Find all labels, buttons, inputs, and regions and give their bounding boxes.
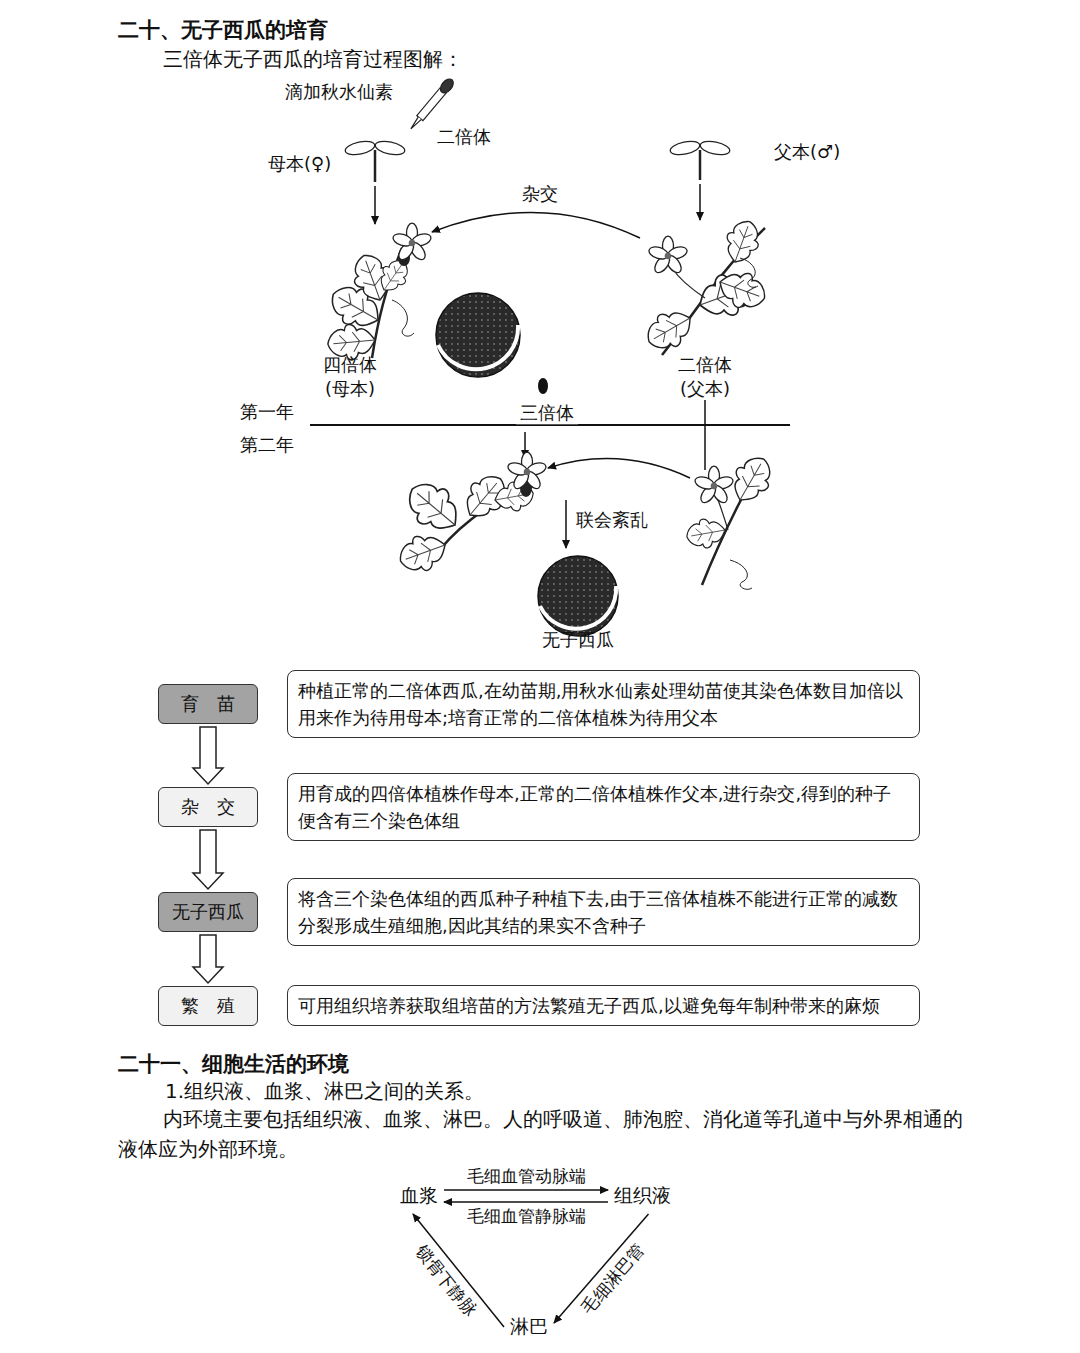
fluid-node: 组织液 (612, 1181, 673, 1211)
step-box: 育苗 (158, 684, 258, 724)
fluid-node: 血浆 (398, 1181, 440, 1211)
hollow-arrow (193, 727, 223, 784)
step-box: 繁殖 (158, 986, 258, 1026)
hollow-arrow (193, 830, 223, 889)
annotation: 滴加秋水仙素 (285, 80, 393, 103)
flow-arrow (444, 1201, 608, 1203)
description-box: 可用组织培养获取组培苗的方法繁殖无子西瓜,以避免每年制种带来的麻烦 (287, 985, 920, 1026)
parent-label: 父本(♂) (774, 140, 840, 163)
ploidy-label: 三倍体 (516, 401, 578, 424)
ploidy-label: 四倍体 (323, 353, 377, 376)
edge-label: 毛细淋巴管 (577, 1239, 649, 1319)
node-text: 将含三个染色体组的西瓜种子种植下去,由于三倍体植株不能进行正常的减数分裂形成生殖… (298, 885, 909, 939)
edge-label: 锁骨下静脉 (411, 1240, 481, 1321)
subtitle: 三倍体无子西瓜的培育过程图解： (163, 46, 463, 72)
node-text: 杂交 (159, 795, 275, 819)
node-text: 用育成的四倍体植株作母本,正常的二倍体植株作父本,进行杂交,得到的种子便含有三个… (298, 780, 909, 834)
year-label: 第一年 (240, 400, 294, 423)
node-text: 无子西瓜 (159, 900, 257, 924)
description-box: 将含三个染色体组的西瓜种子种植下去,由于三倍体植株不能进行正常的减数分裂形成生殖… (287, 878, 920, 946)
edge-label: 毛细血管静脉端 (465, 1207, 588, 1226)
paragraph: 内环境主要包括组织液、血浆、淋巴。人的呼吸道、肺泡腔、消化道等孔道中与外界相通的… (118, 1104, 973, 1164)
node-text: 可用组织培养获取组培苗的方法繁殖无子西瓜,以避免每年制种带来的麻烦 (298, 992, 909, 1019)
step-box: 杂交 (158, 787, 258, 827)
node-text: 血浆 (400, 1183, 438, 1209)
node-text: 淋巴 (510, 1314, 548, 1340)
node-text: 组织液 (614, 1183, 671, 1209)
description-box: 用育成的四倍体植株作母本,正常的二倍体植株作父本,进行杂交,得到的种子便含有三个… (287, 773, 920, 841)
node-text: 种植正常的二倍体西瓜,在幼苗期,用秋水仙素处理幼苗使其染色体数目加倍以用来作为待… (298, 677, 909, 731)
edge-label: 毛细血管动脉端 (465, 1167, 588, 1186)
ploidy-label: 二倍体 (678, 353, 732, 376)
parent-label: (母本) (325, 377, 375, 400)
node-text: 繁殖 (159, 994, 275, 1018)
subheading: 1.组织液、血浆、淋巴之间的关系。 (165, 1078, 484, 1104)
section-heading: 二十一、细胞生活的环境 (118, 1051, 349, 1078)
step-box: 无子西瓜 (158, 892, 258, 932)
fruit-label: 无子西瓜 (542, 628, 614, 651)
fluid-node: 淋巴 (508, 1312, 550, 1342)
description-box: 种植正常的二倍体西瓜,在幼苗期,用秋水仙素处理幼苗使其染色体数目加倍以用来作为待… (287, 670, 920, 738)
hollow-arrow (193, 935, 223, 983)
flow-arrow (444, 1189, 608, 1191)
node-text: 育苗 (159, 692, 275, 716)
parent-label: (父本) (680, 377, 730, 400)
page-title: 二十、无子西瓜的培育 (118, 16, 328, 44)
ploidy-label: 二倍体 (437, 125, 491, 148)
process-label: 联会紊乱 (576, 508, 648, 531)
cross-label: 杂交 (522, 182, 558, 205)
parent-label: 母本(♀) (268, 152, 331, 175)
year-label: 第二年 (240, 433, 294, 456)
